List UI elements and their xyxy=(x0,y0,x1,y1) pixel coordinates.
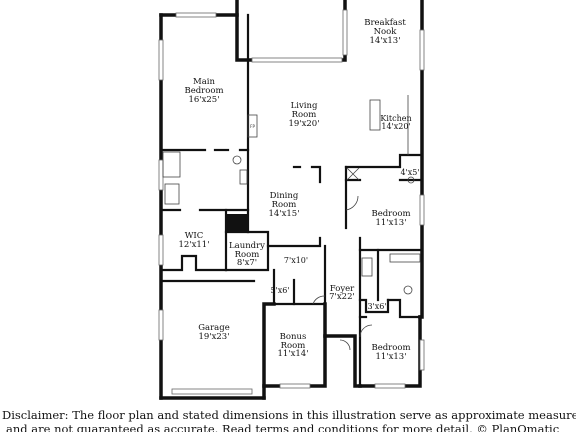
hall-fixture xyxy=(407,176,415,184)
wic-label: WIC 12'x11' xyxy=(178,231,209,250)
garage-door xyxy=(171,388,253,395)
bedroom3-door-swing xyxy=(359,324,373,338)
window xyxy=(251,57,343,63)
kitchen-label: Kitchen 14'x20' xyxy=(380,114,411,131)
svg-text:Main: Main xyxy=(193,77,215,87)
bonus-door-swing xyxy=(312,295,326,305)
svg-text:Foyer: Foyer xyxy=(330,284,355,294)
svg-text:Room: Room xyxy=(292,110,317,120)
water-heater xyxy=(226,214,248,232)
svg-text:14'x15': 14'x15' xyxy=(268,209,299,219)
svg-text:Room: Room xyxy=(235,250,260,260)
disclaimer: Disclaimer: The floor plan and stated di… xyxy=(0,408,576,432)
svg-text:8'x7': 8'x7' xyxy=(237,258,257,268)
svg-text:Bedroom: Bedroom xyxy=(371,209,410,219)
hall-top-wall xyxy=(266,236,322,248)
entry-door-swing xyxy=(339,339,351,351)
svg-text:Laundry: Laundry xyxy=(229,241,265,251)
window xyxy=(419,194,425,226)
svg-text:Bedroom: Bedroom xyxy=(184,86,223,96)
dining-column xyxy=(310,165,322,184)
laundry-room-label: Laundry Room 8'x7' xyxy=(229,241,265,268)
window xyxy=(342,9,348,56)
window xyxy=(374,383,406,389)
vanity xyxy=(239,169,248,185)
window xyxy=(175,12,217,18)
svg-text:19'x23': 19'x23' xyxy=(198,332,229,342)
svg-text:14'x20': 14'x20' xyxy=(381,122,410,131)
garage-label: Garage 19'x23' xyxy=(198,323,229,342)
window xyxy=(158,39,164,81)
svg-text:7'x22': 7'x22' xyxy=(329,292,355,302)
svg-text:11'x14': 11'x14' xyxy=(277,349,308,359)
svg-text:Bedroom: Bedroom xyxy=(371,343,410,353)
svg-text:11'x13': 11'x13' xyxy=(375,218,406,228)
nook-notch-wall xyxy=(235,0,347,62)
svg-text:19'x20': 19'x20' xyxy=(288,119,319,129)
svg-text:Room: Room xyxy=(281,341,306,351)
bedroom-2-label: Bedroom 11'x13' xyxy=(371,209,410,228)
fireplace-label: FP xyxy=(250,124,255,129)
bath-bottom-wall xyxy=(386,298,422,319)
svg-text:Kitchen: Kitchen xyxy=(380,114,411,123)
bonus-room-label: Bonus Room 11'x14' xyxy=(277,332,308,359)
window xyxy=(158,159,164,191)
closet-4x5-label: 4'x5' xyxy=(400,168,419,177)
bathtub xyxy=(162,151,181,178)
closet-3x6-label: 3'x6' xyxy=(367,302,386,311)
foyer-label: Foyer 7'x22' xyxy=(329,284,355,302)
main-bedroom-label: Main Bedroom 16'x25' xyxy=(184,77,223,105)
dining-room-label: Dining Room 14'x15' xyxy=(268,191,299,219)
svg-text:Room: Room xyxy=(272,200,297,210)
hall-7x10-label: 7'x10' xyxy=(284,256,308,265)
kitchen-island xyxy=(369,99,381,131)
window xyxy=(158,309,164,341)
garage-right-wall xyxy=(262,302,276,400)
shower xyxy=(164,183,180,205)
disclaimer-line-2: and are not guaranteed as accurate. Read… xyxy=(6,422,560,432)
toilet-2 xyxy=(403,285,413,295)
svg-text:Nook: Nook xyxy=(374,27,398,37)
closet-5x6-label: 5'x6' xyxy=(270,286,289,295)
disclaimer-line-1: Disclaimer: The floor plan and stated di… xyxy=(2,408,576,422)
svg-text:Dining: Dining xyxy=(270,191,299,201)
svg-text:16'x25': 16'x25' xyxy=(188,95,219,105)
window xyxy=(419,339,425,371)
hall-4x5-wall xyxy=(344,153,424,169)
vanity-2 xyxy=(361,257,373,277)
window xyxy=(419,29,425,71)
window xyxy=(158,234,164,266)
pantry-mark xyxy=(346,167,360,181)
main-bedroom-right-wall xyxy=(238,13,250,152)
bath-tub-2 xyxy=(389,253,421,263)
living-room-label: Living Room 19'x20' xyxy=(288,101,319,129)
svg-text:11'x13': 11'x13' xyxy=(375,352,406,362)
wic-bottom-wall xyxy=(159,254,228,272)
breakfast-nook-label: Breakfast Nook 14'x13' xyxy=(364,18,406,46)
entry-wall xyxy=(323,334,362,388)
windows xyxy=(158,9,425,395)
bedroom-3-label: Bedroom 11'x13' xyxy=(371,343,410,362)
closet-3x6-wall xyxy=(358,298,390,314)
fireplace xyxy=(247,114,258,138)
fixtures: FP xyxy=(162,95,421,351)
toilet xyxy=(232,155,242,165)
svg-text:Living: Living xyxy=(291,101,318,111)
svg-text:14'x13': 14'x13' xyxy=(369,36,400,46)
window xyxy=(279,383,311,389)
bedroom2-door-swing xyxy=(345,195,359,211)
svg-text:Garage: Garage xyxy=(198,323,229,333)
svg-text:Bonus: Bonus xyxy=(280,332,307,342)
svg-text:Breakfast: Breakfast xyxy=(364,18,406,28)
svg-text:12'x11': 12'x11' xyxy=(178,240,209,250)
svg-text:WIC: WIC xyxy=(185,231,204,241)
room-labels: Breakfast Nook 14'x13' Main Bedroom 16'x… xyxy=(178,18,419,362)
